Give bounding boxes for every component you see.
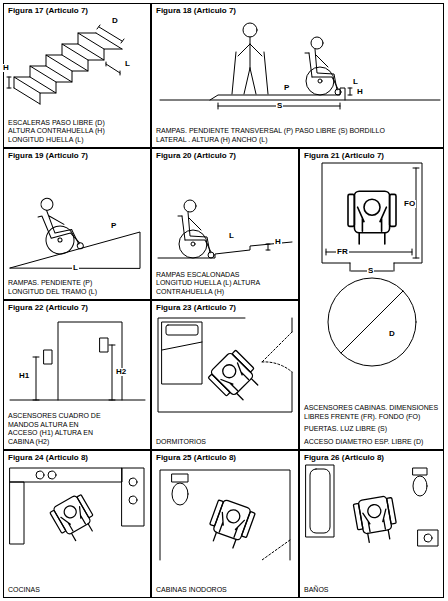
figure-caption: ASCENSORES CABINAS. DIMENSIONES LIBRES F… <box>304 404 440 421</box>
figure-panel: Figura 24 (Articulo 8) COCINAS <box>3 450 151 598</box>
stepped-ramp <box>158 200 292 258</box>
figure-caption: PUERTAS. LUZ LIBRE (S) <box>304 425 440 433</box>
figure-panel: Figura 25 (Articulo 8) CABINAS INODOROS <box>151 450 299 598</box>
dimension-label: H <box>356 88 364 96</box>
figure-caption: BAÑOS <box>304 586 440 594</box>
figure-panel: Figura 20 (Articulo 7) RAMPAS ESCALONADAS… <box>151 148 299 300</box>
elevator-controls <box>10 322 145 400</box>
dimension-label: L <box>72 264 79 272</box>
dimension-label: H <box>274 238 282 246</box>
figure-panel: Figura 19 (Articulo 7) RAMPAS. PENDIENTE … <box>3 148 151 300</box>
figure-heading: Figura 26 (Articulo 8) <box>304 453 386 463</box>
figure-caption: RAMPAS ESCALONADAS LONGITUD HUELLA (L) A… <box>156 271 268 296</box>
figure-caption: ASCENSORES CUADRO DE MANDOS ALTURA EN AC… <box>8 412 108 446</box>
dimension-label: D <box>388 330 396 338</box>
figure-heading: Figura 21 (Articulo 7) <box>304 151 386 161</box>
figure-caption: RAMPAS. PENDIENTE TRANSVERSAL (P) PASO L… <box>156 127 386 144</box>
ramp-slope <box>10 192 140 268</box>
figure-panel: Figura 23 (Articulo 7) DORMITORIOS <box>151 300 299 450</box>
dimension-label: S <box>367 267 374 275</box>
figure-heading: Figura 17 (Articulo 7) <box>8 6 90 16</box>
figure-heading: Figura 22 (Articulo 7) <box>8 303 90 313</box>
dimension-label: H1 <box>18 372 30 380</box>
figure-panel: Figura 26 (Articulo 8) BAÑOS <box>299 450 444 598</box>
figure-caption: RAMPAS. PENDIENTE (P) LONGITUD DEL TRAMO… <box>8 279 120 296</box>
figure-panel: Figura 18 (Articulo 7) RAMPAS. PENDIENTE … <box>151 3 444 148</box>
dimension-label: P <box>283 84 290 92</box>
toilet-cabin-plan <box>160 470 290 560</box>
dimension-label: S <box>276 102 283 110</box>
figure-caption: COCINAS <box>8 586 147 594</box>
dimension-label: H <box>2 64 10 72</box>
figure-caption: ESCALERAS PASO LIBRE (D) ALTURA CONTRAHU… <box>8 119 128 144</box>
dimension-label: H2 <box>115 368 127 376</box>
figure-caption: ACCESO DIAMETRO ESP. LIBRE (D) <box>304 438 440 446</box>
bathroom-plan <box>306 465 438 546</box>
bedroom-plan <box>158 318 292 412</box>
dimension-label: L <box>228 232 235 240</box>
figure-heading: Figura 25 (Articulo 8) <box>156 453 238 463</box>
figure-heading: Figura 18 (Articulo 7) <box>156 6 238 16</box>
figure-caption: CABINAS INODOROS <box>156 586 295 594</box>
kitchen-plan <box>10 468 144 545</box>
elevator-cabin <box>322 163 422 366</box>
dimension-label: L <box>352 78 359 86</box>
figure-caption: DORMITORIOS <box>156 438 295 446</box>
figure-panel: Figura 21 (Articulo 7) ASCENSORES CABINAS… <box>299 148 444 450</box>
dimension-label: P <box>110 222 117 230</box>
stairs <box>7 25 124 104</box>
figure-panel: Figura 17 (Articulo 7) ESCALERAS PASO LIB… <box>3 3 151 148</box>
dimension-label: FO <box>403 200 416 208</box>
dimension-label: L <box>124 60 131 68</box>
figure-heading: Figura 20 (Articulo 7) <box>156 151 238 161</box>
figure-heading: Figura 19 (Articulo 7) <box>8 151 90 161</box>
figure-heading: Figura 24 (Articulo 8) <box>8 453 90 463</box>
dimension-label: D <box>111 17 119 25</box>
dimension-label: FR <box>336 248 349 256</box>
ramp-cross-section <box>160 23 440 109</box>
figure-heading: Figura 23 (Articulo 7) <box>156 303 238 313</box>
